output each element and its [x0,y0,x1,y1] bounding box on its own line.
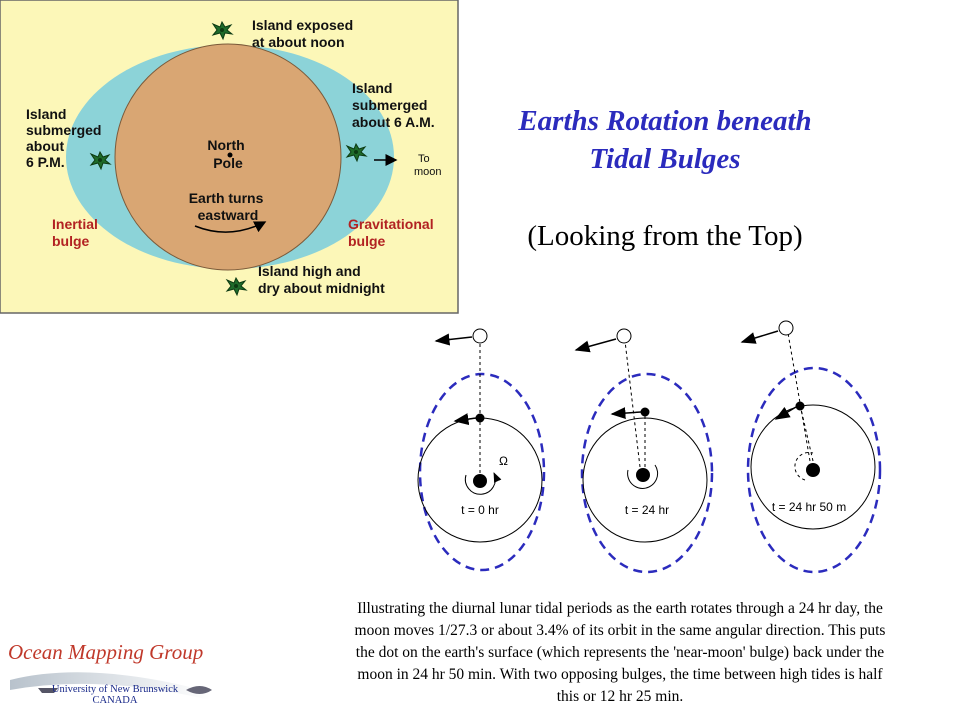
ocean-mapping-logo-graphic [10,672,212,700]
rotation-panels-diagram: Ω t = 0 hr t = 24 hr [417,320,882,574]
title-line-1: Earths Rotation beneath [518,105,812,137]
earth-center-1 [473,474,487,488]
time-label-2: t = 24 hr [625,503,669,517]
bulge-dot-1 [475,413,485,423]
moon-1 [472,328,488,344]
bulge-ellipse-3 [746,366,882,574]
logo-subtitle-line-1: University of New Brunswick [51,684,179,695]
logo-vessel-icon [38,688,58,693]
label-left-island: Island submerged about 6 P.M. [26,106,105,170]
bulge-dot-2 [640,407,650,417]
bulge-ellipse-2 [580,372,714,574]
logo-fish-icon [186,686,212,694]
omega-label: Ω [499,454,508,468]
rotation-panel-2: t = 24 hr [574,328,714,574]
earth-turns-arrow [194,221,267,233]
label-inertial-bulge: Inertial bulge [52,216,102,249]
earth-center-2 [636,468,650,482]
time-label-1: t = 0 hr [461,503,499,517]
moon-motion-arrow-3 [740,330,779,344]
label-right-island: Island submerged about 6 A.M. [352,80,435,130]
slide-subtitle: (Looking from the Top) [527,220,803,252]
bulge-ellipse-1 [418,372,546,572]
label-north-pole: North Pole [207,137,248,171]
earth-center-3 [806,463,820,477]
moon-2 [616,328,632,344]
north-pole-dot [227,152,233,158]
moon-line-3 [787,332,811,462]
surface-arrow-2 [610,407,642,420]
label-to-moon: To moon [414,153,442,178]
rotation-arc-1 [464,472,502,495]
surface-arrow-3 [774,406,797,420]
label-gravitational-bulge: Gravitational bulge [348,216,437,249]
logo-swoosh [10,672,210,700]
earth-circle-3 [750,404,876,530]
caption-line-3: the dot on the earth's surface (which re… [355,644,885,661]
caption: Illustrating the diurnal lunar tidal per… [292,598,948,708]
bulge-dot-3 [795,401,805,411]
moon-motion-arrow-2 [574,338,617,353]
label-earth-turns: Earth turns eastward [189,190,268,223]
logo-subtitle-line-2: CANADA [92,695,138,706]
tidal-bulge-globe-diagram: Island exposed at about noon Island subm… [0,0,459,314]
label-bottom-island: Island high and dry about midnight [258,263,385,296]
logo-subtitle: University of New Brunswick CANADA [20,684,210,706]
rotation-arc-3 [794,451,814,481]
caption-line-5: this or 12 hr 25 min. [556,688,684,705]
slide-title: Earths Rotation beneath Tidal Bulges [470,102,860,178]
rotation-panel-1: Ω t = 0 hr [417,328,546,572]
moon-line-2 [624,340,641,468]
center-line-3 [800,408,814,462]
surface-arrow-1 [453,413,477,426]
moon-3 [778,320,794,336]
earth-disc [114,43,342,271]
moon-motion-arrow-1 [434,333,473,346]
caption-line-1: Illustrating the diurnal lunar tidal per… [357,600,883,617]
rotation-arc-2 [627,464,659,489]
caption-line-2: moon moves 1/27.3 or about 3.4% of its o… [354,622,886,639]
label-top-island: Island exposed at about noon [252,17,357,50]
logo-title: Ocean Mapping Group [8,640,204,664]
title-line-2: Tidal Bulges [589,143,741,175]
time-label-3: t = 24 hr 50 m [772,500,846,514]
rotation-panel-3: t = 24 hr 50 m [740,320,882,574]
caption-line-4: moon in 24 hr 50 min. With two opposing … [357,666,883,683]
